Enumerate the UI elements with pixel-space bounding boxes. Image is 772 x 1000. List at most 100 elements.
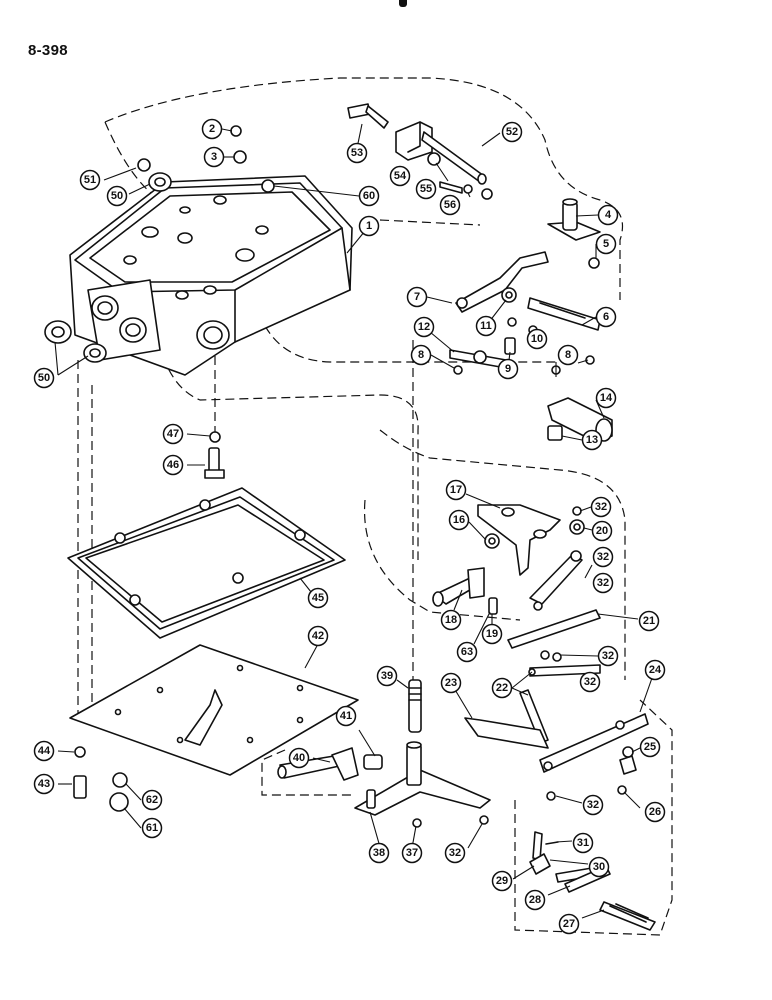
callout-6-text: 6: [603, 311, 609, 323]
callout-32d-text: 32: [587, 799, 599, 811]
callout-40: 40: [288, 747, 310, 769]
callout-31-text: 31: [577, 837, 589, 849]
callout-10: 10: [526, 328, 548, 350]
callout-2: 2: [201, 118, 223, 140]
callout-42-text: 42: [312, 630, 324, 642]
callout-52: 52: [501, 121, 523, 143]
callout-41-text: 41: [340, 710, 352, 722]
callout-29: 29: [491, 870, 513, 892]
callout-7: 7: [406, 286, 428, 308]
callout-55-text: 55: [420, 183, 432, 195]
callout-50b: 50: [33, 367, 55, 389]
callout-30-text: 30: [593, 861, 605, 873]
callout-47-text: 47: [167, 428, 179, 440]
callout-56: 56: [439, 194, 461, 216]
upper-bracket-parts: [347, 103, 493, 200]
callout-3-text: 3: [211, 151, 217, 163]
callout-62: 62: [141, 789, 163, 811]
callout-23: 23: [440, 672, 462, 694]
lower-center-parts: [277, 679, 491, 828]
callout-markers: 1 2 3 4 5 6 7 8 8 9 10 11 12 13 14 16 17…: [33, 118, 666, 935]
callout-14: 14: [595, 387, 617, 409]
callout-17: 17: [445, 479, 467, 501]
callout-43-text: 43: [38, 778, 50, 790]
callout-53: 53: [346, 142, 368, 164]
callout-24: 24: [644, 659, 666, 681]
callout-8a: 8: [410, 344, 432, 366]
callout-20: 20: [591, 520, 613, 542]
callout-61: 61: [141, 817, 163, 839]
callout-44-text: 44: [38, 745, 51, 757]
leader-lines: [54, 123, 653, 919]
callout-32g-text: 32: [584, 676, 596, 688]
callout-18-text: 18: [445, 614, 457, 626]
callout-54: 54: [389, 165, 411, 187]
callout-41: 41: [335, 705, 357, 727]
callout-20-text: 20: [596, 525, 608, 537]
callout-50a-text: 50: [111, 190, 123, 202]
callout-38: 38: [368, 842, 390, 864]
callout-12-text: 12: [418, 321, 430, 333]
callout-1: 1: [358, 215, 380, 237]
callout-1-text: 1: [366, 220, 372, 232]
callout-10-text: 10: [531, 333, 543, 345]
callout-32a-text: 32: [595, 501, 607, 513]
callout-62-text: 62: [146, 794, 158, 806]
callout-32b-text: 32: [597, 551, 609, 563]
callout-5: 5: [595, 233, 617, 255]
callout-46-text: 46: [167, 459, 179, 471]
callout-21-text: 21: [643, 615, 655, 627]
callout-32b: 32: [592, 546, 614, 568]
callout-8a-text: 8: [418, 349, 424, 361]
callout-37: 37: [401, 842, 423, 864]
callout-4: 4: [597, 204, 619, 226]
callout-17-text: 17: [450, 484, 462, 496]
callout-24-text: 24: [649, 664, 662, 676]
callout-3: 3: [203, 146, 225, 168]
callout-13-text: 13: [586, 434, 598, 446]
callout-32e-text: 32: [449, 847, 461, 859]
callout-11-text: 11: [480, 320, 492, 332]
callout-4-text: 4: [605, 209, 612, 221]
callout-51-text: 51: [84, 174, 96, 186]
callout-32c: 32: [597, 645, 619, 667]
callout-13: 13: [581, 429, 603, 451]
callout-54-text: 54: [394, 170, 407, 182]
callout-5-text: 5: [603, 238, 609, 250]
callout-9-text: 9: [505, 363, 511, 375]
callout-55: 55: [415, 178, 437, 200]
callout-28-text: 28: [529, 894, 541, 906]
callout-43: 43: [33, 773, 55, 795]
callout-61-text: 61: [146, 822, 158, 834]
callout-38-text: 38: [373, 847, 385, 859]
lower-linkage-parts: [432, 504, 656, 931]
callout-21: 21: [638, 610, 660, 632]
callout-8b: 8: [557, 344, 579, 366]
callout-6: 6: [595, 306, 617, 328]
callout-29-text: 29: [496, 875, 508, 887]
callout-42: 42: [307, 625, 329, 647]
callout-32f: 32: [592, 572, 614, 594]
callout-18: 18: [440, 609, 462, 631]
callout-19: 19: [481, 623, 503, 645]
callout-8b-text: 8: [565, 349, 571, 361]
callout-28: 28: [524, 889, 546, 911]
upper-linkage-parts: [449, 198, 613, 443]
callout-60-text: 60: [363, 190, 375, 202]
page-edge-mark: [399, 0, 407, 7]
callout-30: 30: [588, 856, 610, 878]
callout-26: 26: [644, 801, 666, 823]
callout-32f-text: 32: [597, 577, 609, 589]
callout-60: 60: [358, 185, 380, 207]
callout-50b-text: 50: [38, 372, 50, 384]
callout-40-text: 40: [293, 752, 305, 764]
callout-31: 31: [572, 832, 594, 854]
callout-52-text: 52: [506, 126, 518, 138]
callout-53-text: 53: [351, 147, 363, 159]
callout-12: 12: [413, 316, 435, 338]
callout-25: 25: [639, 736, 661, 758]
callout-11: 11: [475, 315, 497, 337]
callout-19-text: 19: [486, 628, 498, 640]
callout-46: 46: [162, 454, 184, 476]
